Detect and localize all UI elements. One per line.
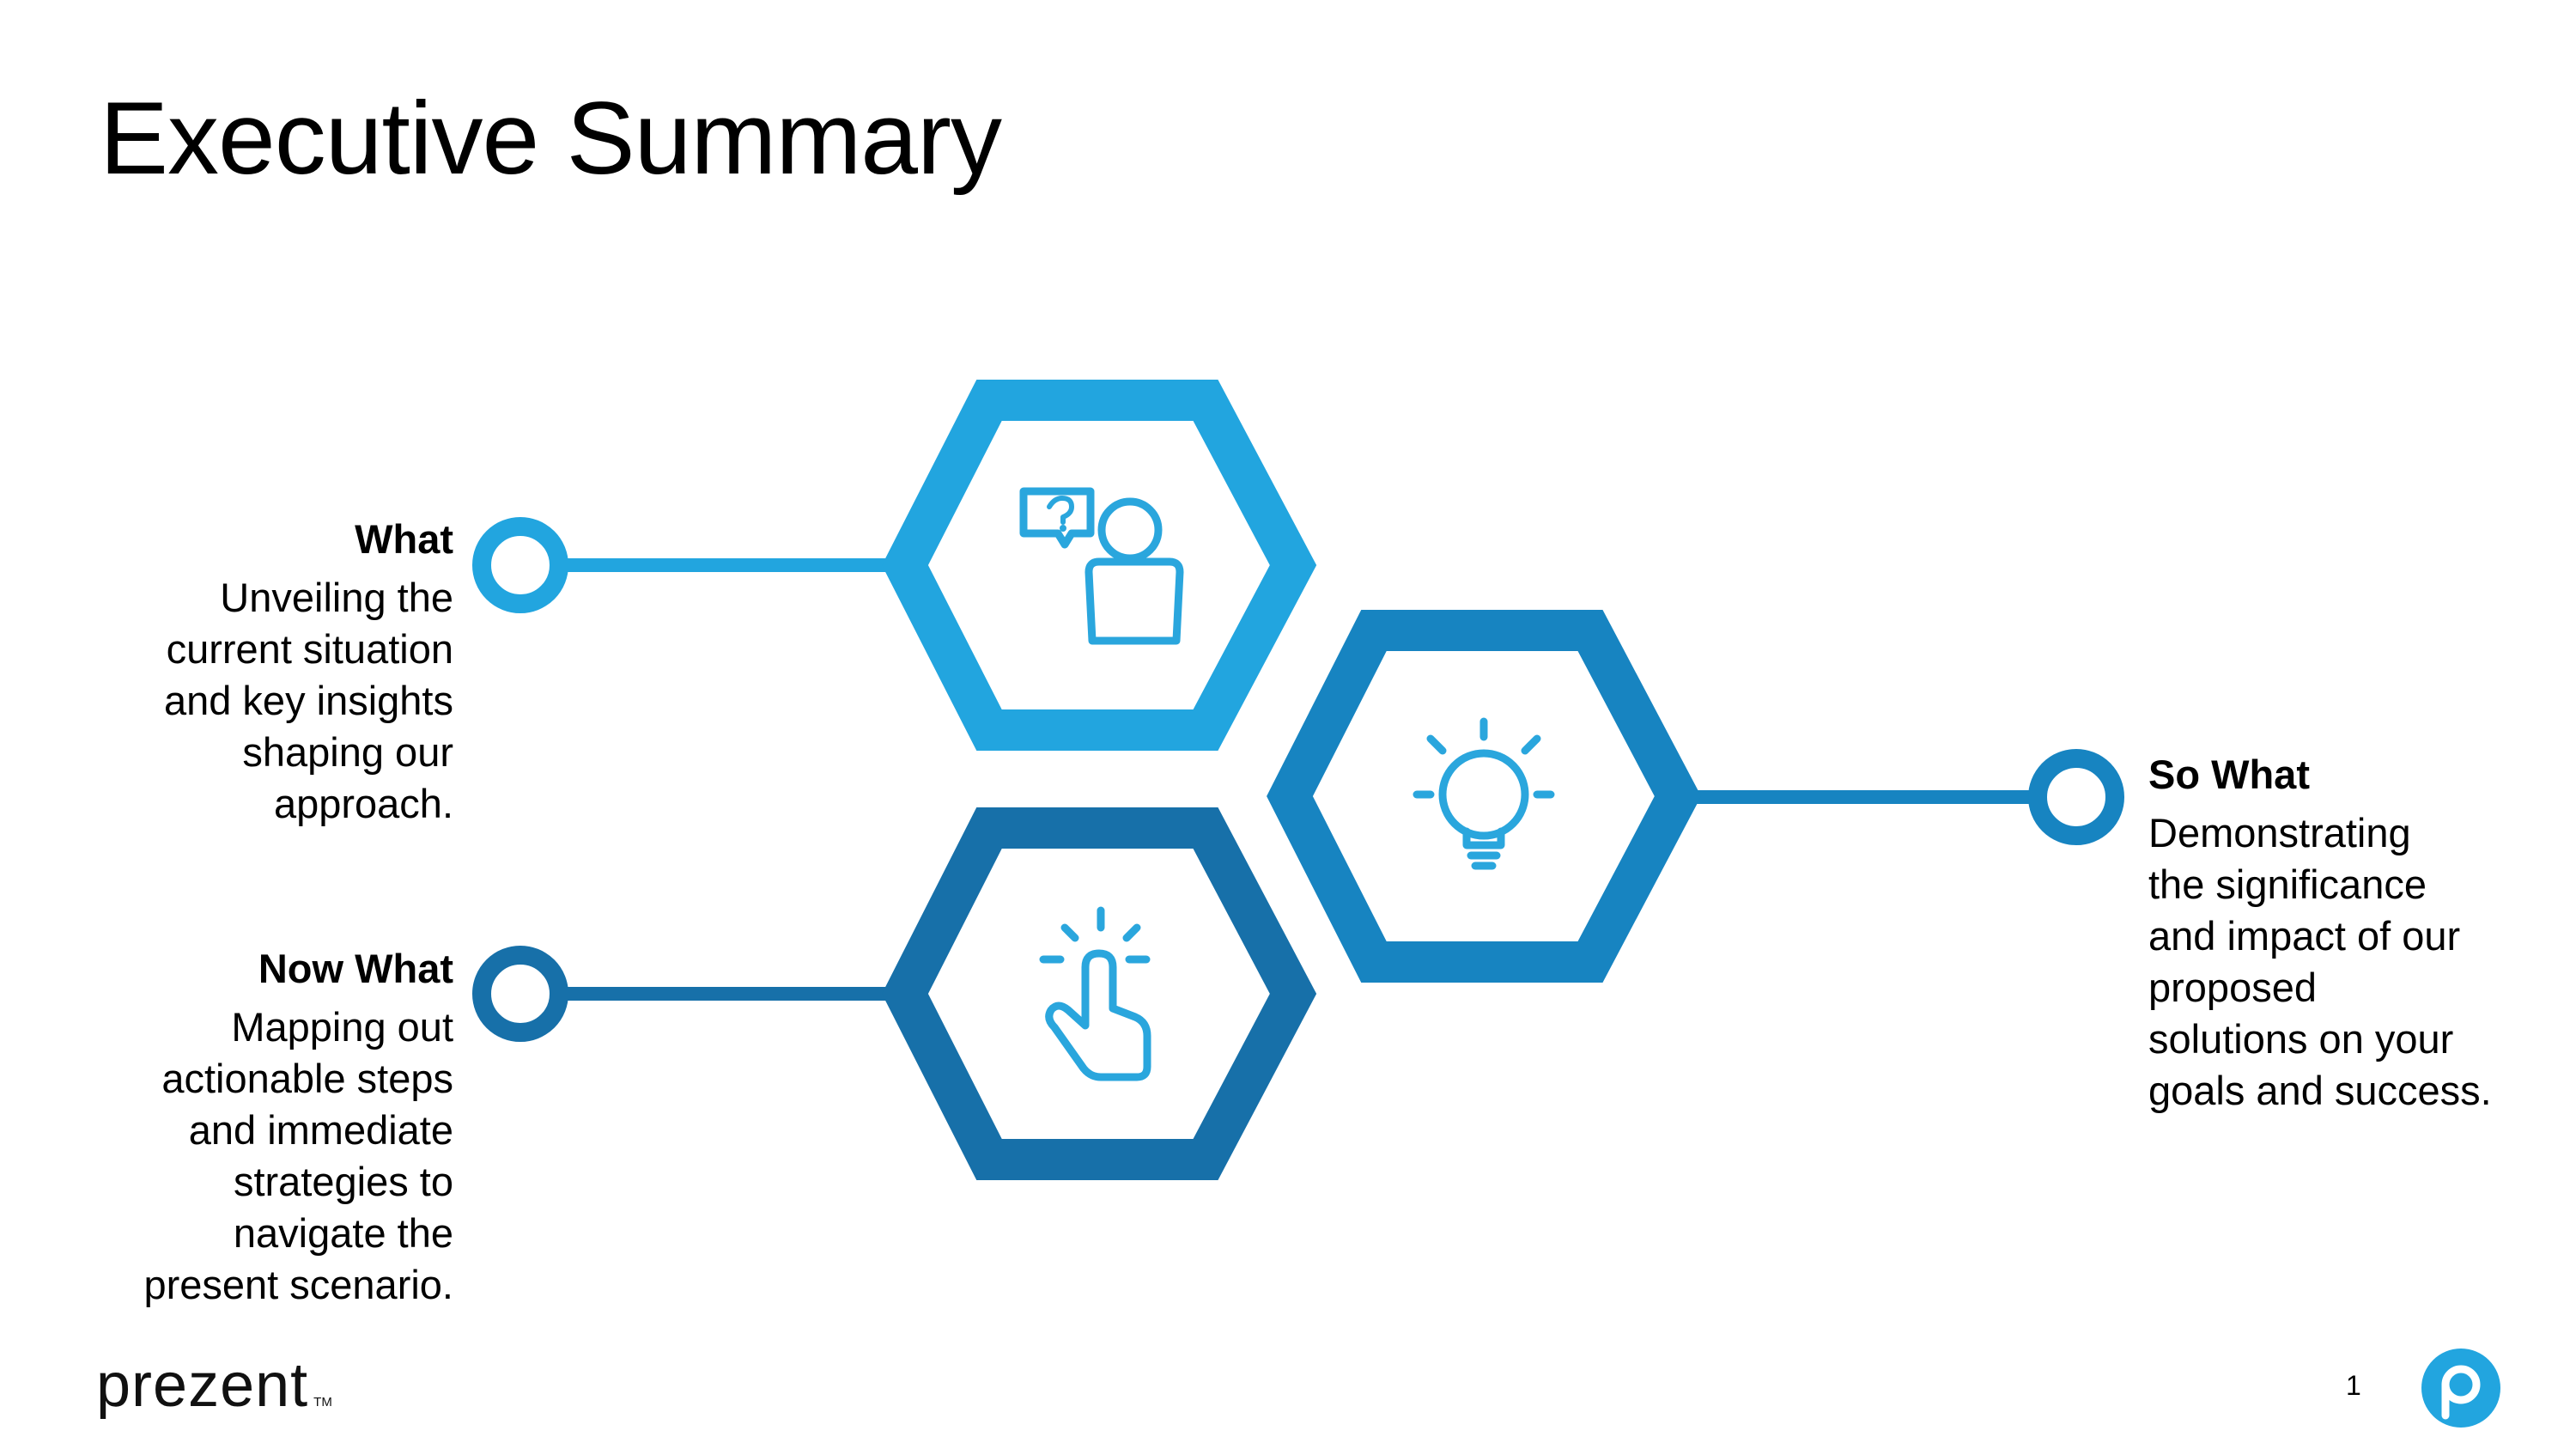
what-heading: What: [355, 516, 453, 562]
what-text-block: What Unveiling the current situation and…: [164, 514, 453, 830]
slide-title: Executive Summary: [100, 81, 1002, 196]
trademark-mark: TM: [313, 1395, 332, 1409]
person-question-icon: [1019, 487, 1184, 645]
so-what-text-block: So What Demonstrating the significance a…: [2148, 749, 2492, 1117]
so-what-description: Demonstrating the significance and impac…: [2148, 810, 2492, 1113]
page-number: 1: [2346, 1370, 2361, 1401]
so-what-connector-ring: [2028, 749, 2124, 845]
now-what-description: Mapping out actionable steps and immedia…: [143, 1004, 453, 1307]
prezent-p-icon: [2421, 1349, 2500, 1428]
now-what-heading: Now What: [258, 946, 453, 991]
lightbulb-icon: [1413, 717, 1555, 870]
what-connector-ring: [472, 517, 568, 613]
what-description: Unveiling the current situation and key …: [163, 575, 453, 826]
prezent-logo-text: prezent: [96, 1351, 309, 1420]
now-what-text-block: Now What Mapping out actionable steps an…: [143, 943, 453, 1311]
so-what-heading: So What: [2148, 752, 2310, 797]
so-what-hexagon: [1267, 610, 1702, 983]
now-what-hexagon: [882, 807, 1317, 1180]
pointer-click-icon: [1039, 906, 1151, 1081]
now-what-connector-ring: [472, 946, 568, 1042]
